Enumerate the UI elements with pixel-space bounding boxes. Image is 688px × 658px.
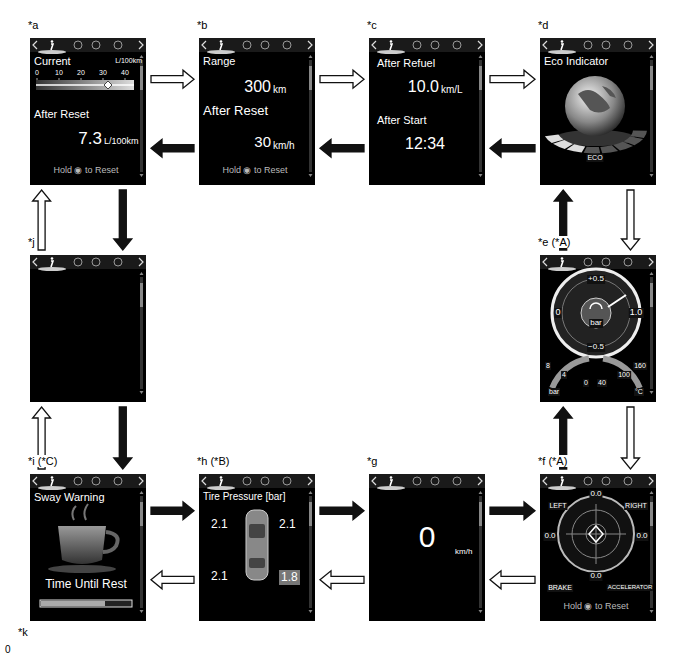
screen-text: 0.0 xyxy=(589,572,602,581)
display-screen: *f (*A)0.0LEFTRIGHT0.00.00.0BRAKEACCELER… xyxy=(540,474,656,621)
callout-number: *c xyxy=(366,19,378,31)
screen-text: Time Until Rest xyxy=(45,578,127,591)
callout-number: *k xyxy=(18,626,28,638)
screen-text: Current xyxy=(34,55,71,67)
screen-text: 10.0 xyxy=(408,78,439,96)
screen-graphic xyxy=(30,255,146,402)
callout-number: 0 xyxy=(5,644,11,655)
screen-text: 0.0 xyxy=(589,490,602,499)
screen-text: L/100km xyxy=(104,137,139,147)
nav-arrow xyxy=(320,502,364,520)
callout-number: *a xyxy=(27,19,39,31)
screen-text: After Refuel xyxy=(377,57,435,69)
callout-number: *e (*A) xyxy=(537,236,571,248)
screen-text: 0 xyxy=(35,69,39,77)
screen-text: L/100km xyxy=(115,57,142,65)
screen-text: ACCELERATOR xyxy=(607,584,653,591)
nav-arrow xyxy=(151,571,194,589)
nav-arrow xyxy=(490,139,535,157)
screen-text: After Reset xyxy=(34,108,89,120)
nav-arrow xyxy=(621,190,639,250)
nav-arrow xyxy=(320,70,364,88)
screen-text: 300 xyxy=(244,78,271,96)
screen-text: 1.0 xyxy=(629,308,644,318)
screen-text: 7.3 xyxy=(78,130,102,149)
display-screen: *aCurrentL/100km010203040After Reset7.3L… xyxy=(30,38,146,185)
screen-text: 8 xyxy=(545,362,551,370)
screen-text: 12:34 xyxy=(405,135,445,153)
nav-arrow xyxy=(151,139,194,157)
screen-text: 0 xyxy=(419,520,436,553)
screen-text: Hold ◉ to Reset xyxy=(563,602,628,612)
screen-text: Tire Pressure [bar] xyxy=(203,491,285,502)
screen-text: −0.5 xyxy=(587,343,605,352)
nav-arrow xyxy=(151,70,194,88)
screen-text: 10 xyxy=(55,69,63,77)
screen-text: Hold ◉ to Reset xyxy=(53,166,118,176)
callout-number: *h (*B) xyxy=(196,455,230,467)
screen-text: 2.1 xyxy=(279,518,296,531)
nav-arrow xyxy=(320,571,364,589)
screen-text: km/h xyxy=(273,140,295,151)
screen-text: km/L xyxy=(441,84,463,95)
screen-text: 20 xyxy=(77,69,85,77)
nav-arrow xyxy=(320,139,364,157)
screen-text: BRAKE xyxy=(547,584,573,592)
screen-text: 40 xyxy=(597,379,607,387)
screen-text: °C xyxy=(634,388,644,396)
nav-arrow xyxy=(151,502,194,520)
screen-text: km/h xyxy=(455,548,472,557)
display-screen: *e (*A)+0.501.0−0.5bar84040100160bar°C xyxy=(540,255,656,402)
screen-text: 0 xyxy=(554,308,561,318)
screen-text: +0.5 xyxy=(587,275,605,284)
screen-text: bar xyxy=(589,319,603,328)
display-screen: *cAfter Refuel10.0km/LAfter Start12:34 xyxy=(369,38,485,185)
nav-arrow xyxy=(114,190,132,250)
callout-number: *g xyxy=(366,455,378,467)
nav-arrow xyxy=(490,571,535,589)
screen-text: 1.8 xyxy=(279,570,300,585)
callout-number: *j xyxy=(27,236,36,248)
screen-text: km xyxy=(273,84,286,95)
screen-text: After Start xyxy=(377,114,427,126)
screen-text: 100 xyxy=(617,371,631,379)
screen-text: 2.1 xyxy=(211,570,228,583)
screen-text: After Reset xyxy=(203,104,268,118)
screen-text: 30 xyxy=(99,69,107,77)
nav-arrow xyxy=(621,407,639,469)
screen-text: 4 xyxy=(561,371,567,379)
screen-text: LEFT xyxy=(548,502,567,510)
screen-text: Sway Warning xyxy=(34,491,105,503)
screen-text: 30 xyxy=(254,134,271,151)
callout-number: *f (*A) xyxy=(537,455,568,467)
screen-text: 0.0 xyxy=(635,532,648,541)
display-screen: *dEco IndicatorECO xyxy=(540,38,656,185)
screen-text: Hold ◉ to Reset xyxy=(222,166,287,176)
callout-number: *d xyxy=(537,19,549,31)
display-screen: *g0km/h xyxy=(369,474,485,621)
display-screen: *bRange300kmAfter Reset30km/hHold ◉ to R… xyxy=(199,38,315,185)
callout-number: *b xyxy=(196,19,208,31)
screen-text: 40 xyxy=(121,69,129,77)
screen-text: Range xyxy=(203,55,235,67)
screen-text: 2.1 xyxy=(211,518,228,531)
screen-text: 0.0 xyxy=(543,532,556,541)
display-screen: *j xyxy=(30,255,146,402)
screen-text: ECO xyxy=(586,154,603,162)
screen-text: bar xyxy=(548,388,560,396)
screen-text: 160 xyxy=(633,362,647,370)
nav-arrow xyxy=(490,502,535,520)
callout-number: *i (*C) xyxy=(27,455,58,467)
screen-text: 0 xyxy=(583,379,589,387)
display-screen: *h (*B)Tire Pressure [bar]2.12.12.11.8 xyxy=(199,474,315,621)
display-screen: *i (*C)Sway WarningTime Until Rest xyxy=(30,474,146,621)
nav-arrow xyxy=(490,70,535,88)
screen-text: RIGHT xyxy=(624,502,648,510)
screen-text: Eco Indicator xyxy=(544,55,608,67)
nav-arrow xyxy=(114,407,132,469)
